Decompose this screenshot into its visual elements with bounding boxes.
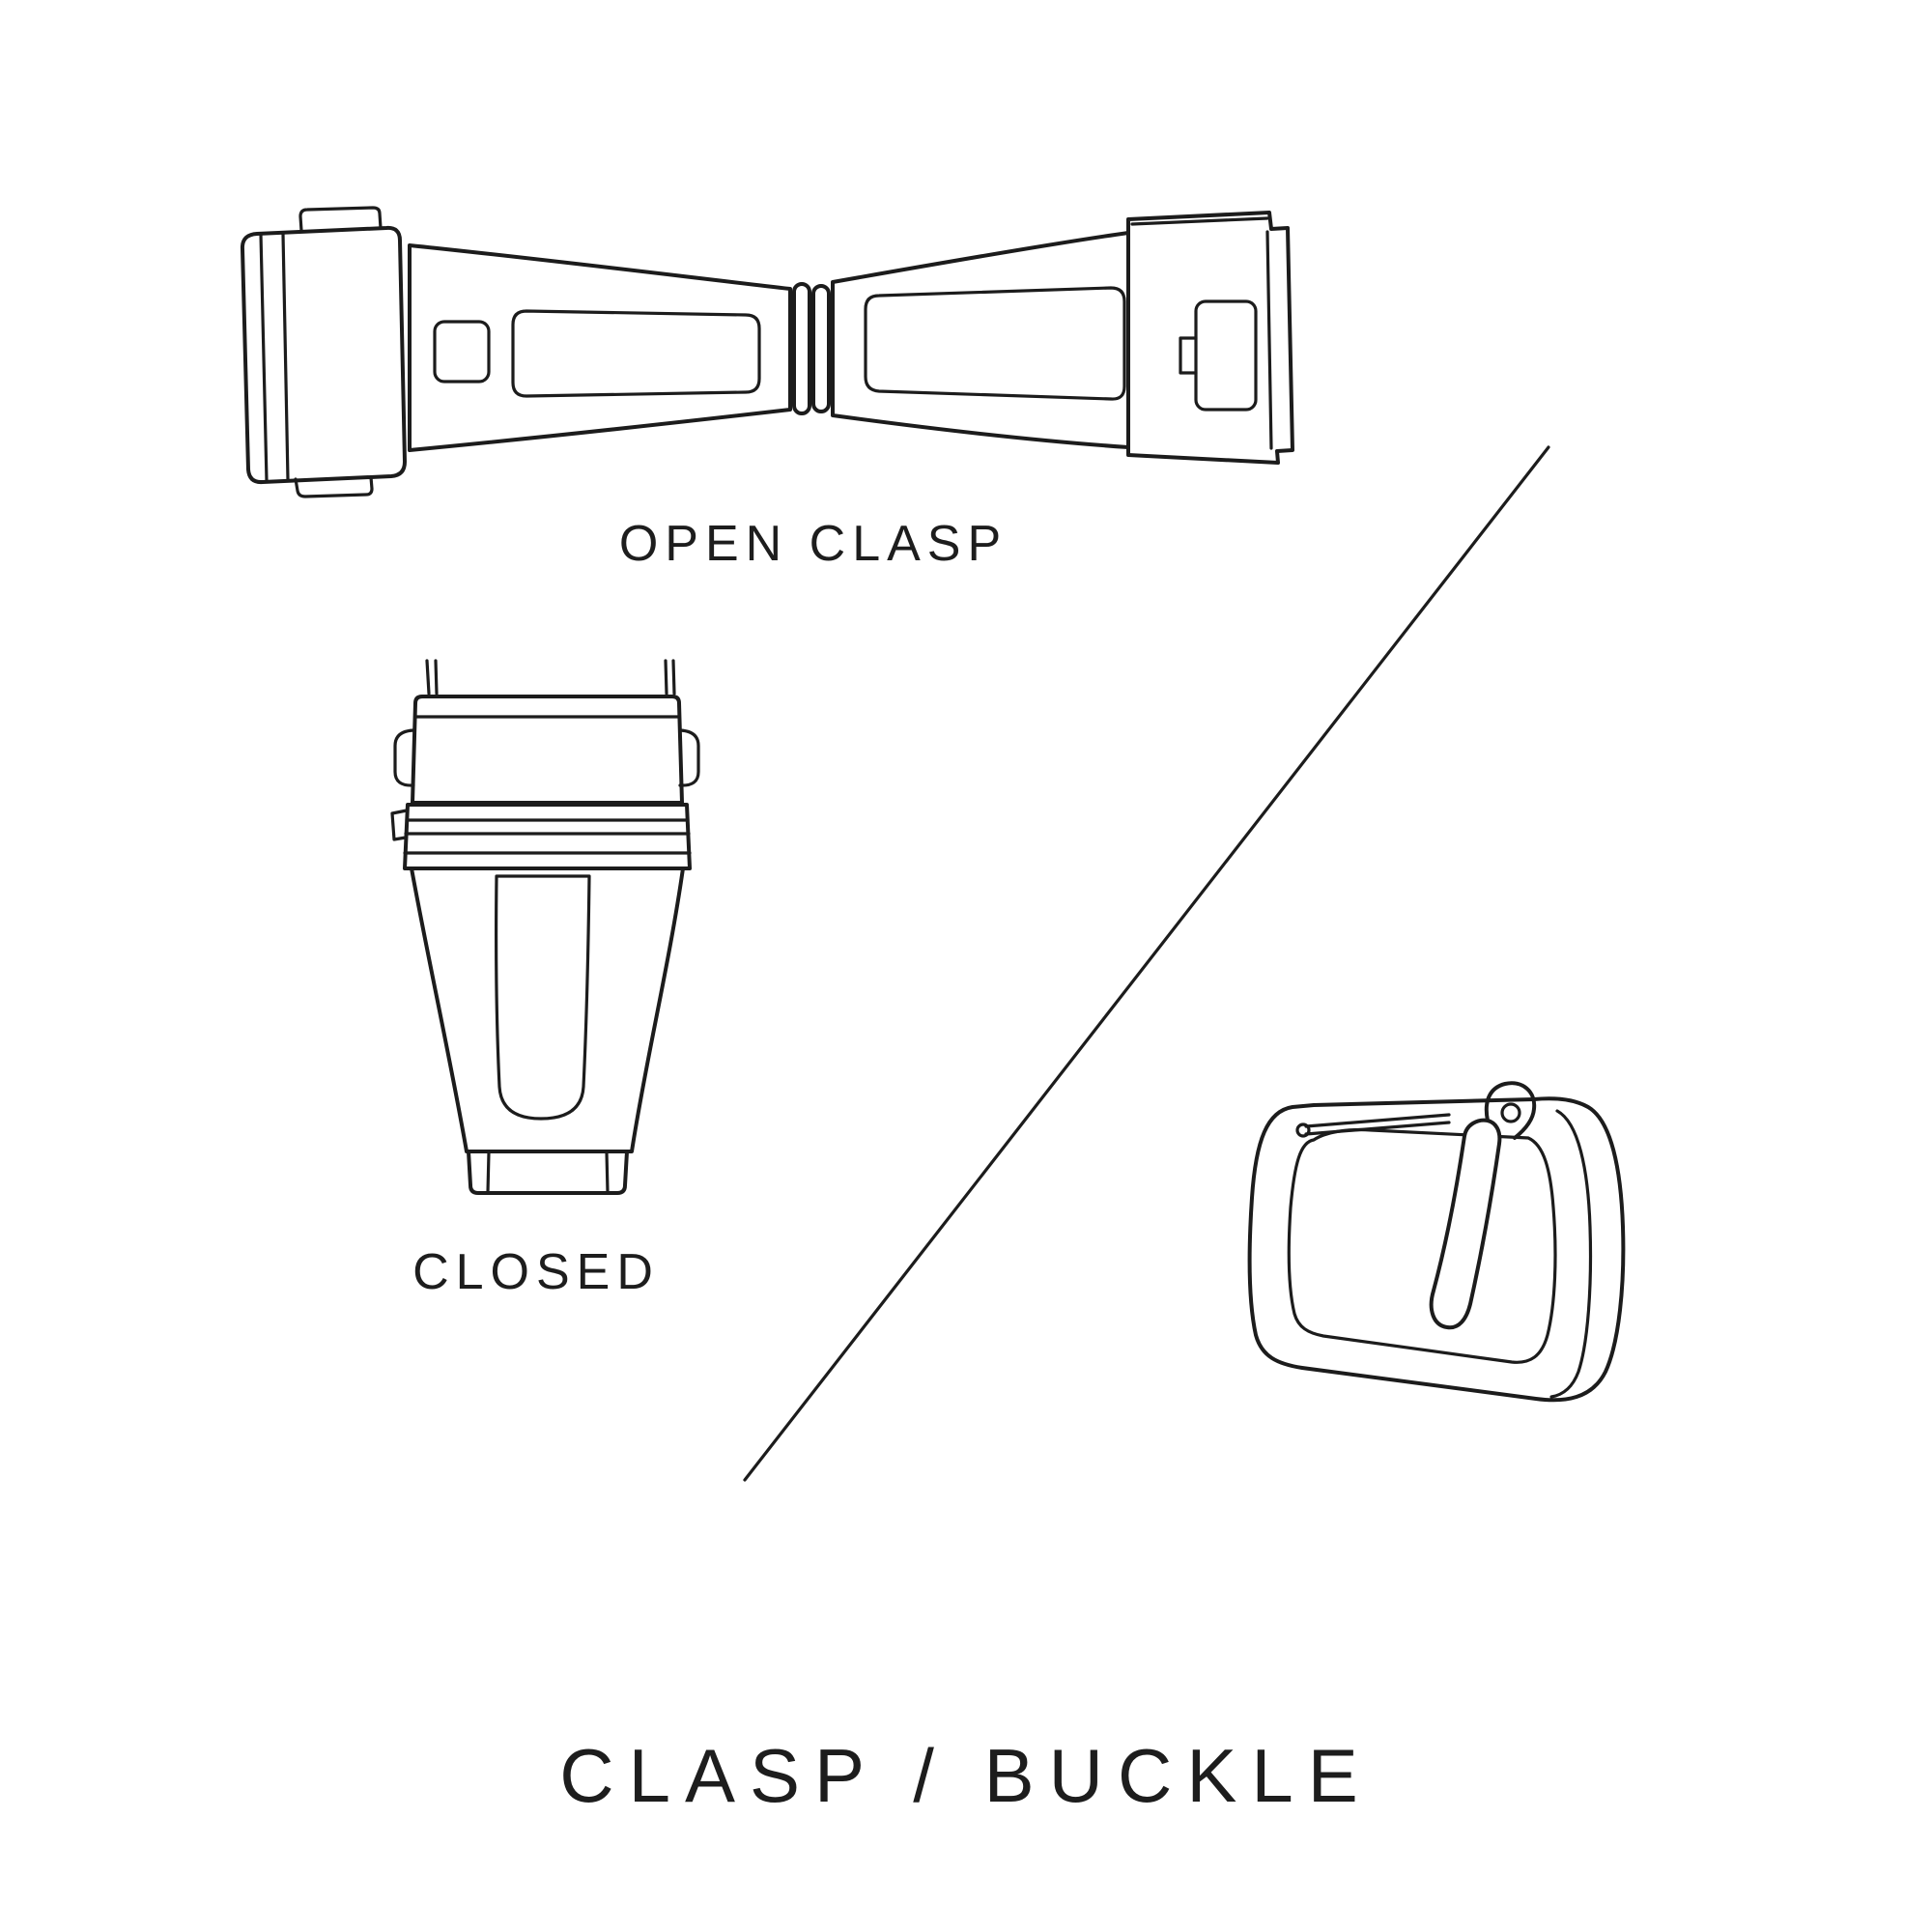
- open-clasp-illustration: [240, 206, 1294, 498]
- diagonal-divider-line: [743, 445, 1550, 1482]
- open-clasp-label: OPEN CLASP: [618, 516, 1009, 572]
- buckle-illustration: [1247, 1081, 1626, 1403]
- page-title: CLASP / BUCKLE: [559, 1733, 1373, 1818]
- closed-clasp-illustration: [390, 659, 700, 1195]
- closed-label: CLOSED: [412, 1244, 660, 1300]
